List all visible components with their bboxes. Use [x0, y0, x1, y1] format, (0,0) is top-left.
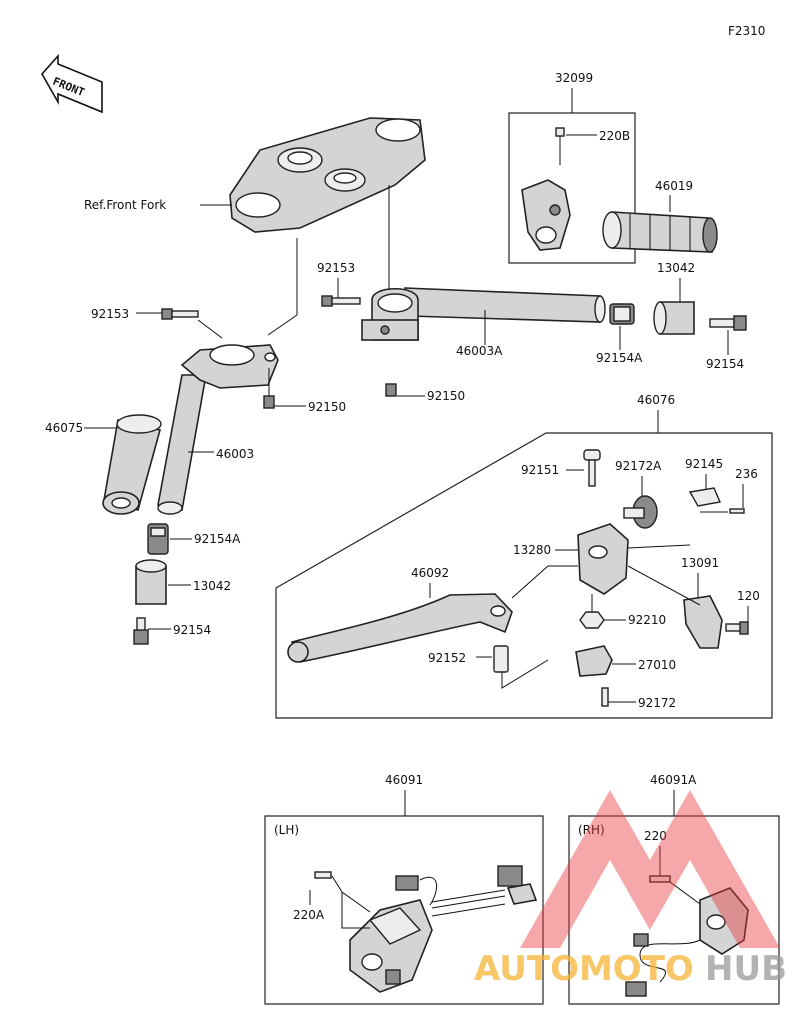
label-13280: 13280: [513, 543, 551, 557]
upper-triple-clamp: [229, 117, 426, 233]
watermark-text-primary: AUTOMOTO: [474, 949, 694, 989]
clutch-lever: [287, 593, 513, 663]
spring-92145: [688, 487, 721, 507]
lever-holder: [577, 523, 629, 595]
right-handlebar: [361, 287, 606, 341]
label-220B: 220B: [599, 129, 630, 143]
label-92210: 92210: [628, 613, 666, 627]
label-46092: 46092: [411, 566, 449, 580]
label-92153-center: 92153: [317, 261, 355, 275]
screw-220A: [314, 871, 332, 879]
box-46091-lh: [264, 815, 544, 1005]
box-46076: [275, 432, 773, 719]
label-92154A-top: 92154A: [596, 351, 643, 365]
label-46003A: 46003A: [456, 344, 503, 358]
ref-front-fork-label: Ref.Front Fork: [84, 198, 166, 212]
clamp-13091: [683, 595, 723, 649]
bar-end-weight-bottom: [135, 559, 167, 605]
screw-236: [729, 508, 745, 514]
label-27010: 27010: [638, 658, 676, 672]
watermark-text-secondary: HUB: [705, 949, 787, 989]
throttle-housing: [521, 127, 571, 251]
bolt-92154-bottom: [133, 617, 149, 645]
label-92153-left: 92153: [91, 307, 129, 321]
bolt-92150-left: [263, 395, 275, 409]
switch-27010: [575, 645, 613, 677]
bolt-92154-top: [709, 315, 747, 331]
label-46091: 46091: [385, 773, 423, 787]
bolt-92153-left: [161, 308, 199, 320]
switch-rh-label: (RH): [578, 823, 605, 837]
label-92154A-bottom: 92154A: [194, 532, 241, 546]
collar-92152: [493, 645, 509, 673]
diagram-code: F2310: [728, 24, 765, 38]
label-92151: 92151: [521, 463, 559, 477]
label-46091A: 46091A: [650, 773, 697, 787]
watermark-logo: [520, 790, 780, 948]
label-92172A: 92172A: [615, 459, 662, 473]
bolt-92150-center: [385, 383, 397, 397]
screw-220: [649, 875, 671, 883]
bolt-120: [725, 621, 749, 635]
nut-92210: [579, 611, 605, 629]
label-220A: 220A: [293, 908, 325, 922]
bar-end-weight-top: [653, 301, 695, 335]
label-92154-top: 92154: [706, 357, 744, 371]
label-46019: 46019: [655, 179, 693, 193]
pivot-bolt: [583, 449, 601, 487]
label-92172: 92172: [638, 696, 676, 710]
lh-handlebar-switch: [349, 865, 538, 993]
bar-end-insert-bottom: [147, 523, 169, 555]
left-handlebar: [157, 344, 279, 515]
right-grip: [602, 211, 718, 253]
label-46075: 46075: [45, 421, 83, 435]
label-32099: 32099: [555, 71, 593, 85]
label-46076: 46076: [637, 393, 675, 407]
label-120: 120: [737, 589, 760, 603]
left-grip: [102, 414, 162, 515]
label-236: 236: [735, 467, 758, 481]
label-92150-left: 92150: [308, 400, 346, 414]
label-92154-bottom: 92154: [173, 623, 211, 637]
screw-92172: [601, 687, 609, 707]
box-46091A-rh: [568, 815, 780, 1005]
box-32099: [508, 112, 636, 264]
switch-lh-label: (LH): [274, 823, 299, 837]
front-arrow-icon: FRONT: [41, 53, 103, 114]
label-92150-center: 92150: [427, 389, 465, 403]
label-13091: 13091: [681, 556, 719, 570]
rh-handlebar-switch: [625, 887, 749, 997]
label-92152: 92152: [428, 651, 466, 665]
bolt-92153-center: [321, 295, 361, 307]
label-92145: 92145: [685, 457, 723, 471]
label-46003: 46003: [216, 447, 254, 461]
adjuster-dial: [623, 495, 658, 529]
label-220: 220: [644, 829, 667, 843]
label-13042-bottom: 13042: [193, 579, 231, 593]
bar-end-insert-top: [609, 303, 635, 325]
label-13042-top: 13042: [657, 261, 695, 275]
